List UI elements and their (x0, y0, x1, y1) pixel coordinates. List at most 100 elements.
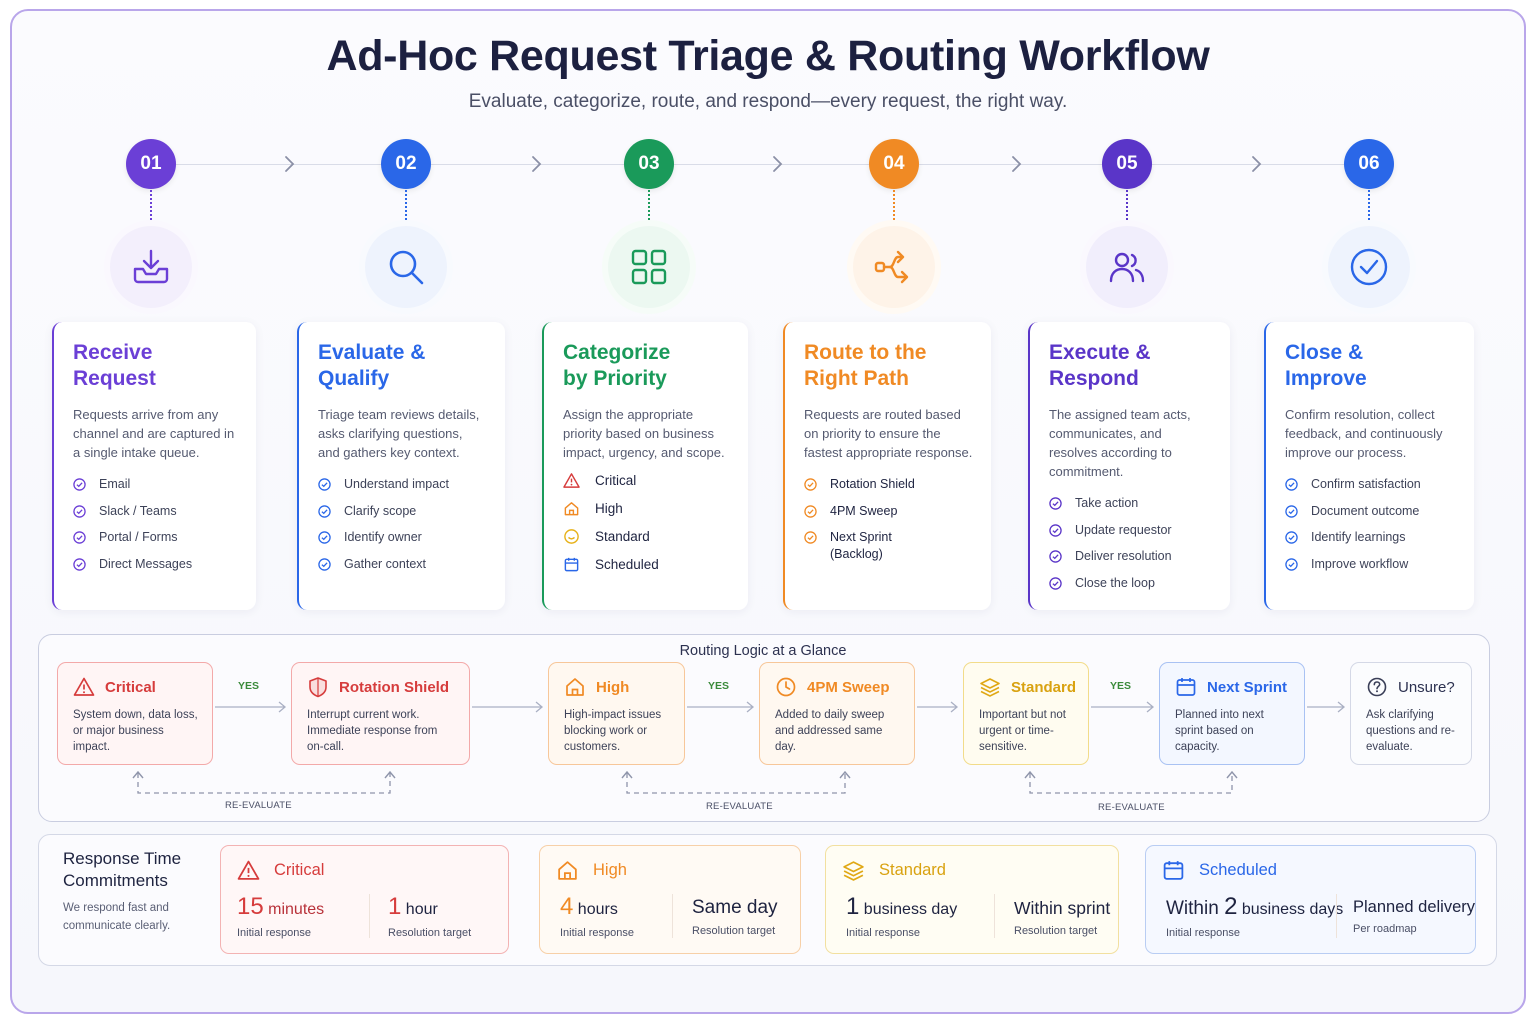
check-circle-icon (73, 504, 86, 518)
check-circle-icon (73, 557, 86, 571)
routing-box-critical: Critical System down, data loss, or majo… (57, 662, 213, 765)
step-number-02: 02 (381, 139, 431, 189)
arrow-right (1307, 701, 1346, 713)
check-circle-icon (1049, 576, 1062, 590)
arrow-right (687, 701, 755, 713)
chevron-right-icon (532, 156, 542, 172)
step-dash (648, 190, 650, 224)
page-title: Ad-Hoc Request Triage & Routing Workflow (326, 32, 1210, 80)
tier-resolution: Within sprint Resolution target (1014, 898, 1111, 937)
list-item: Deliver resolution (1049, 548, 1212, 565)
routing-box-unsure: Unsure? Ask clarifying questions and re-… (1350, 662, 1472, 765)
layers-icon (843, 861, 864, 881)
step-dash (405, 190, 407, 224)
arrow-right (472, 701, 544, 713)
step-card-desc: Triage team reviews details, asks clarif… (318, 407, 480, 460)
arrow-right (1091, 701, 1155, 713)
list-item: Clarify scope (318, 503, 487, 520)
home-icon (564, 502, 579, 516)
check-circle-icon (804, 478, 817, 491)
search-icon (389, 250, 424, 285)
list-item: Gather context (318, 556, 487, 573)
step-number-01: 01 (126, 139, 176, 189)
route-icon (874, 250, 909, 284)
list-item: Identify learnings (1285, 529, 1456, 546)
routing-box-4pm-sweep: 4PM Sweep Added to daily sweep and addre… (759, 662, 915, 765)
chevron-right-icon (773, 156, 783, 172)
check-circle-icon (1049, 497, 1062, 510)
grid-icon (631, 249, 667, 285)
calendar-icon (564, 557, 579, 572)
list-item: Identify owner (318, 529, 487, 546)
reevaluate-label: RE-EVALUATE (1098, 802, 1165, 813)
tier-box-standard: Standard 1 business day Initial response… (825, 845, 1119, 954)
step-card-title: Execute &Respond (1049, 341, 1151, 390)
check-circle-icon (1285, 531, 1298, 544)
tier-initial: 4 hours Initial response (560, 893, 634, 939)
alert-triangle-icon (73, 677, 95, 696)
tier-divider (994, 894, 995, 938)
priority-item-critical: Critical (563, 472, 730, 489)
check-circle-icon (1285, 504, 1298, 518)
yes-label: YES (238, 680, 260, 692)
step-connector (919, 164, 1102, 165)
question-icon (1367, 677, 1387, 697)
alert-triangle-icon (237, 860, 260, 880)
step-dash (893, 190, 895, 224)
tier-initial: 15 minutes Initial response (237, 893, 325, 939)
check-circle-icon (1049, 550, 1062, 563)
home-icon (566, 678, 584, 696)
check-circle-icon (318, 531, 331, 544)
response-subtext: We respond fast and communicate clearly. (63, 902, 171, 932)
step-dash (1126, 190, 1128, 224)
step-card-desc: Assign the appropriate priority based on… (563, 407, 725, 460)
tier-box-critical: Critical 15 minutes Initial response 1 h… (220, 845, 509, 954)
priority-item-scheduled: Scheduled (563, 556, 730, 573)
inbox-download-icon (133, 249, 169, 284)
step-connector (431, 164, 624, 165)
tier-divider (672, 894, 673, 938)
list-item: Direct Messages (73, 556, 238, 573)
chevron-right-icon (1012, 156, 1022, 172)
list-item: 4PM Sweep (804, 503, 973, 520)
check-circle-icon (1285, 478, 1298, 491)
clock-icon (776, 677, 796, 697)
tier-resolution: Same day Resolution target (692, 897, 778, 937)
yes-label: YES (708, 680, 730, 692)
routing-title: Routing Logic at a Glance (679, 643, 847, 659)
calendar-icon (1163, 861, 1184, 880)
list-item: Slack / Teams (73, 503, 238, 520)
tier-resolution: Planned delivery Per roadmap (1353, 898, 1475, 935)
step-card-desc: Requests are routed based on priority to… (804, 407, 973, 460)
list-item: Document outcome (1285, 503, 1456, 520)
list-item: Next Sprint (Backlog) (804, 529, 914, 563)
tier-box-high: High 4 hours Initial response Same day R… (539, 845, 801, 954)
tier-box-scheduled: Scheduled Within 2 business days Initial… (1145, 845, 1476, 954)
step-card-execute: Execute &Respond The assigned team acts,… (1028, 322, 1230, 610)
step-number-04: 04 (869, 139, 919, 189)
tier-divider (369, 894, 370, 938)
reevaluate-label: RE-EVALUATE (225, 800, 292, 811)
list-item: Update requestor (1049, 522, 1212, 539)
tier-divider (1336, 894, 1337, 938)
alert-triangle-icon (563, 473, 580, 488)
reevaluate-label: RE-EVALUATE (706, 801, 773, 812)
home-icon (558, 861, 577, 880)
step-connector (1152, 164, 1345, 165)
tier-initial: Within 2 business days Initial response (1166, 893, 1344, 939)
step-icon-wrap (853, 226, 935, 308)
check-circle-icon (73, 531, 86, 544)
step-icon-wrap (365, 226, 447, 308)
step-connector (176, 164, 382, 165)
step-icon-wrap (608, 226, 690, 308)
list-item: Close the loop (1049, 575, 1212, 592)
step-card-title: Close &Improve (1285, 341, 1367, 390)
step-connector (674, 164, 869, 165)
step-dash (1368, 190, 1370, 224)
check-circle-icon (1350, 248, 1388, 286)
shield-icon (309, 677, 327, 698)
